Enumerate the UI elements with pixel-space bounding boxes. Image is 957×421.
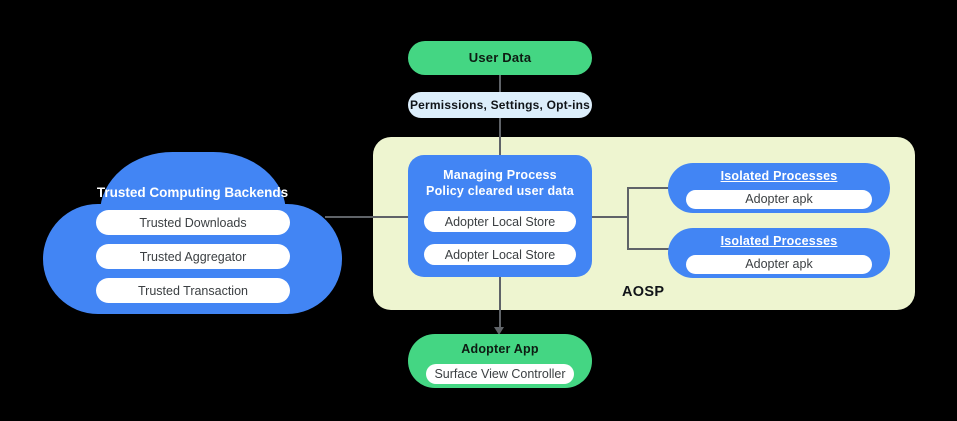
connector-permissions-to-managing-process xyxy=(499,117,501,156)
surface-view-controller[interactable]: Surface View Controller xyxy=(426,363,574,384)
isolated-processes-title-2[interactable]: Isolated Processes xyxy=(720,234,838,248)
isolated-processes-box-2[interactable]: Isolated Processes Adopter apk xyxy=(668,228,890,278)
aosp-label: AOSP xyxy=(622,284,665,300)
cloud-item-trusted-downloads[interactable]: Trusted Downloads xyxy=(96,210,290,235)
managing-process-box[interactable]: Managing Process Policy cleared user dat… xyxy=(408,155,592,277)
cloud-title: Trusted Computing Backends xyxy=(96,185,289,200)
arrow-down-icon xyxy=(494,327,504,335)
connector-bracket-vertical xyxy=(627,187,629,249)
user-data-label: User Data xyxy=(468,49,532,65)
permissions-settings-optins-box[interactable]: Permissions, Settings, Opt-ins xyxy=(408,92,592,118)
managing-process-title: Managing Process Policy cleared user dat… xyxy=(426,168,574,199)
connector-cloud-to-managing-process xyxy=(325,216,409,218)
connector-managing-process-to-adopter-app xyxy=(499,277,501,329)
user-data-box[interactable]: User Data xyxy=(408,41,592,75)
connector-bracket-to-isolated-process-2 xyxy=(627,248,669,250)
adopter-app-title: Adopter App xyxy=(461,342,539,356)
managing-process-title-line-2: Policy cleared user data xyxy=(426,183,574,198)
connector-user-data-to-permissions xyxy=(499,74,501,93)
adopter-local-store-1[interactable]: Adopter Local Store xyxy=(424,211,576,233)
permissions-label: Permissions, Settings, Opt-ins xyxy=(409,97,591,112)
isolated-processes-title-1[interactable]: Isolated Processes xyxy=(720,169,838,183)
connector-bracket-to-isolated-process-1 xyxy=(627,187,669,189)
cloud-item-trusted-transaction[interactable]: Trusted Transaction xyxy=(96,278,290,303)
managing-process-title-line-1: Managing Process xyxy=(443,168,557,182)
adopter-local-store-2[interactable]: Adopter Local Store xyxy=(424,244,576,266)
isolated-processes-box-1[interactable]: Isolated Processes Adopter apk xyxy=(668,163,890,213)
adopter-app-box[interactable]: Adopter App Surface View Controller xyxy=(408,334,592,388)
adopter-apk-2[interactable]: Adopter apk xyxy=(686,254,872,274)
cloud-item-trusted-aggregator[interactable]: Trusted Aggregator xyxy=(96,244,290,269)
adopter-apk-1[interactable]: Adopter apk xyxy=(686,189,872,209)
trusted-computing-backends-cloud: Trusted Computing Backends Trusted Downl… xyxy=(40,152,345,314)
connector-managing-process-to-bracket xyxy=(592,216,628,218)
